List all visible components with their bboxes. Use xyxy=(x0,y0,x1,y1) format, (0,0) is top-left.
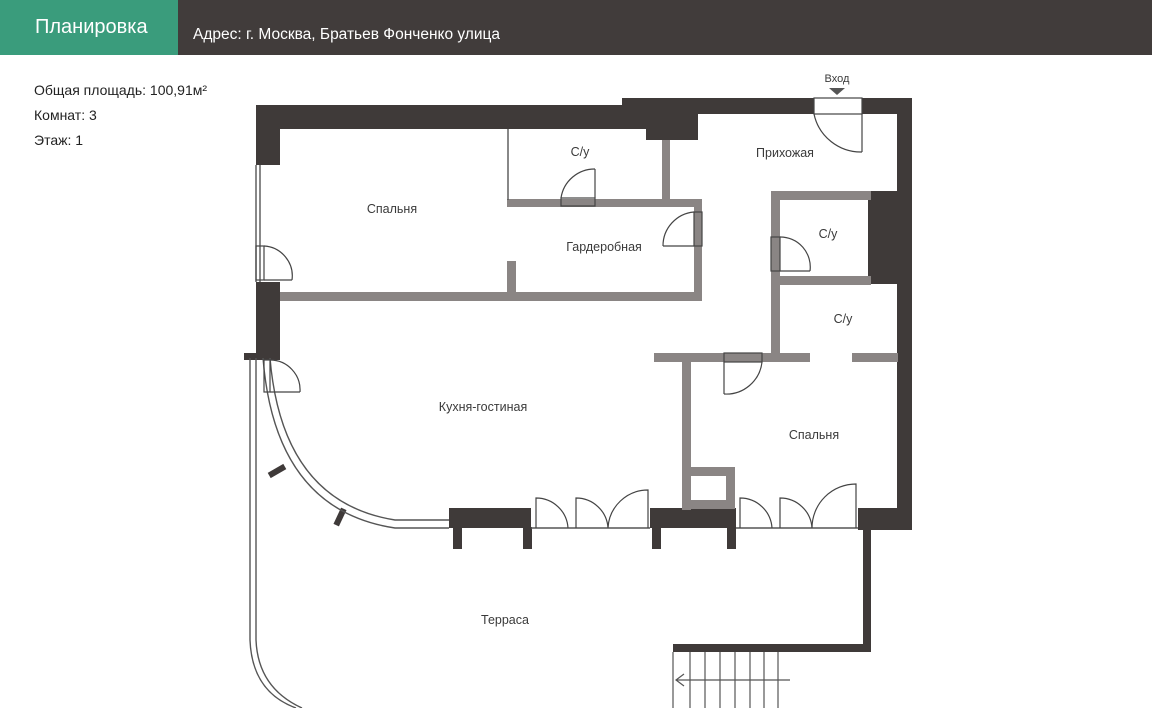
room-label-bedroom-2: Спальня xyxy=(789,428,839,442)
room-label-wc-2: С/у xyxy=(819,227,839,241)
room-label-bedroom-1: Спальня xyxy=(367,202,417,216)
address-label: Адрес: г. Москва, Братьев Фонченко улица xyxy=(193,26,501,43)
entrance-label: Вход xyxy=(825,73,850,85)
room-label-terrace: Терраса xyxy=(481,613,529,627)
glazing-lines xyxy=(249,129,858,708)
stairs xyxy=(672,652,790,708)
room-label-living-kitchen: Кухня-гостиная xyxy=(439,400,527,414)
inner-walls xyxy=(280,140,898,510)
room-label-hallway: Прихожая xyxy=(756,146,814,160)
page-title: Планировка xyxy=(0,0,178,55)
entrance-arrow-icon xyxy=(829,88,845,95)
top-header-bar: Планировка Адрес: г. Москва, Братьев Фон… xyxy=(0,0,1152,55)
floor-label: Этаж: 1 xyxy=(34,132,84,148)
doors xyxy=(255,97,863,529)
outer-walls xyxy=(244,98,912,652)
room-label-wc-1: С/у xyxy=(571,145,591,159)
room-label-wardrobe: Гардеробная xyxy=(566,240,642,254)
total-area-label: Общая площадь: 100,91м² xyxy=(34,82,208,98)
apartment-info: Общая площадь: 100,91м² Комнат: 3 Этаж: … xyxy=(34,80,207,155)
room-label-wc-3: С/у xyxy=(834,312,854,326)
rooms-count-label: Комнат: 3 xyxy=(34,107,97,123)
